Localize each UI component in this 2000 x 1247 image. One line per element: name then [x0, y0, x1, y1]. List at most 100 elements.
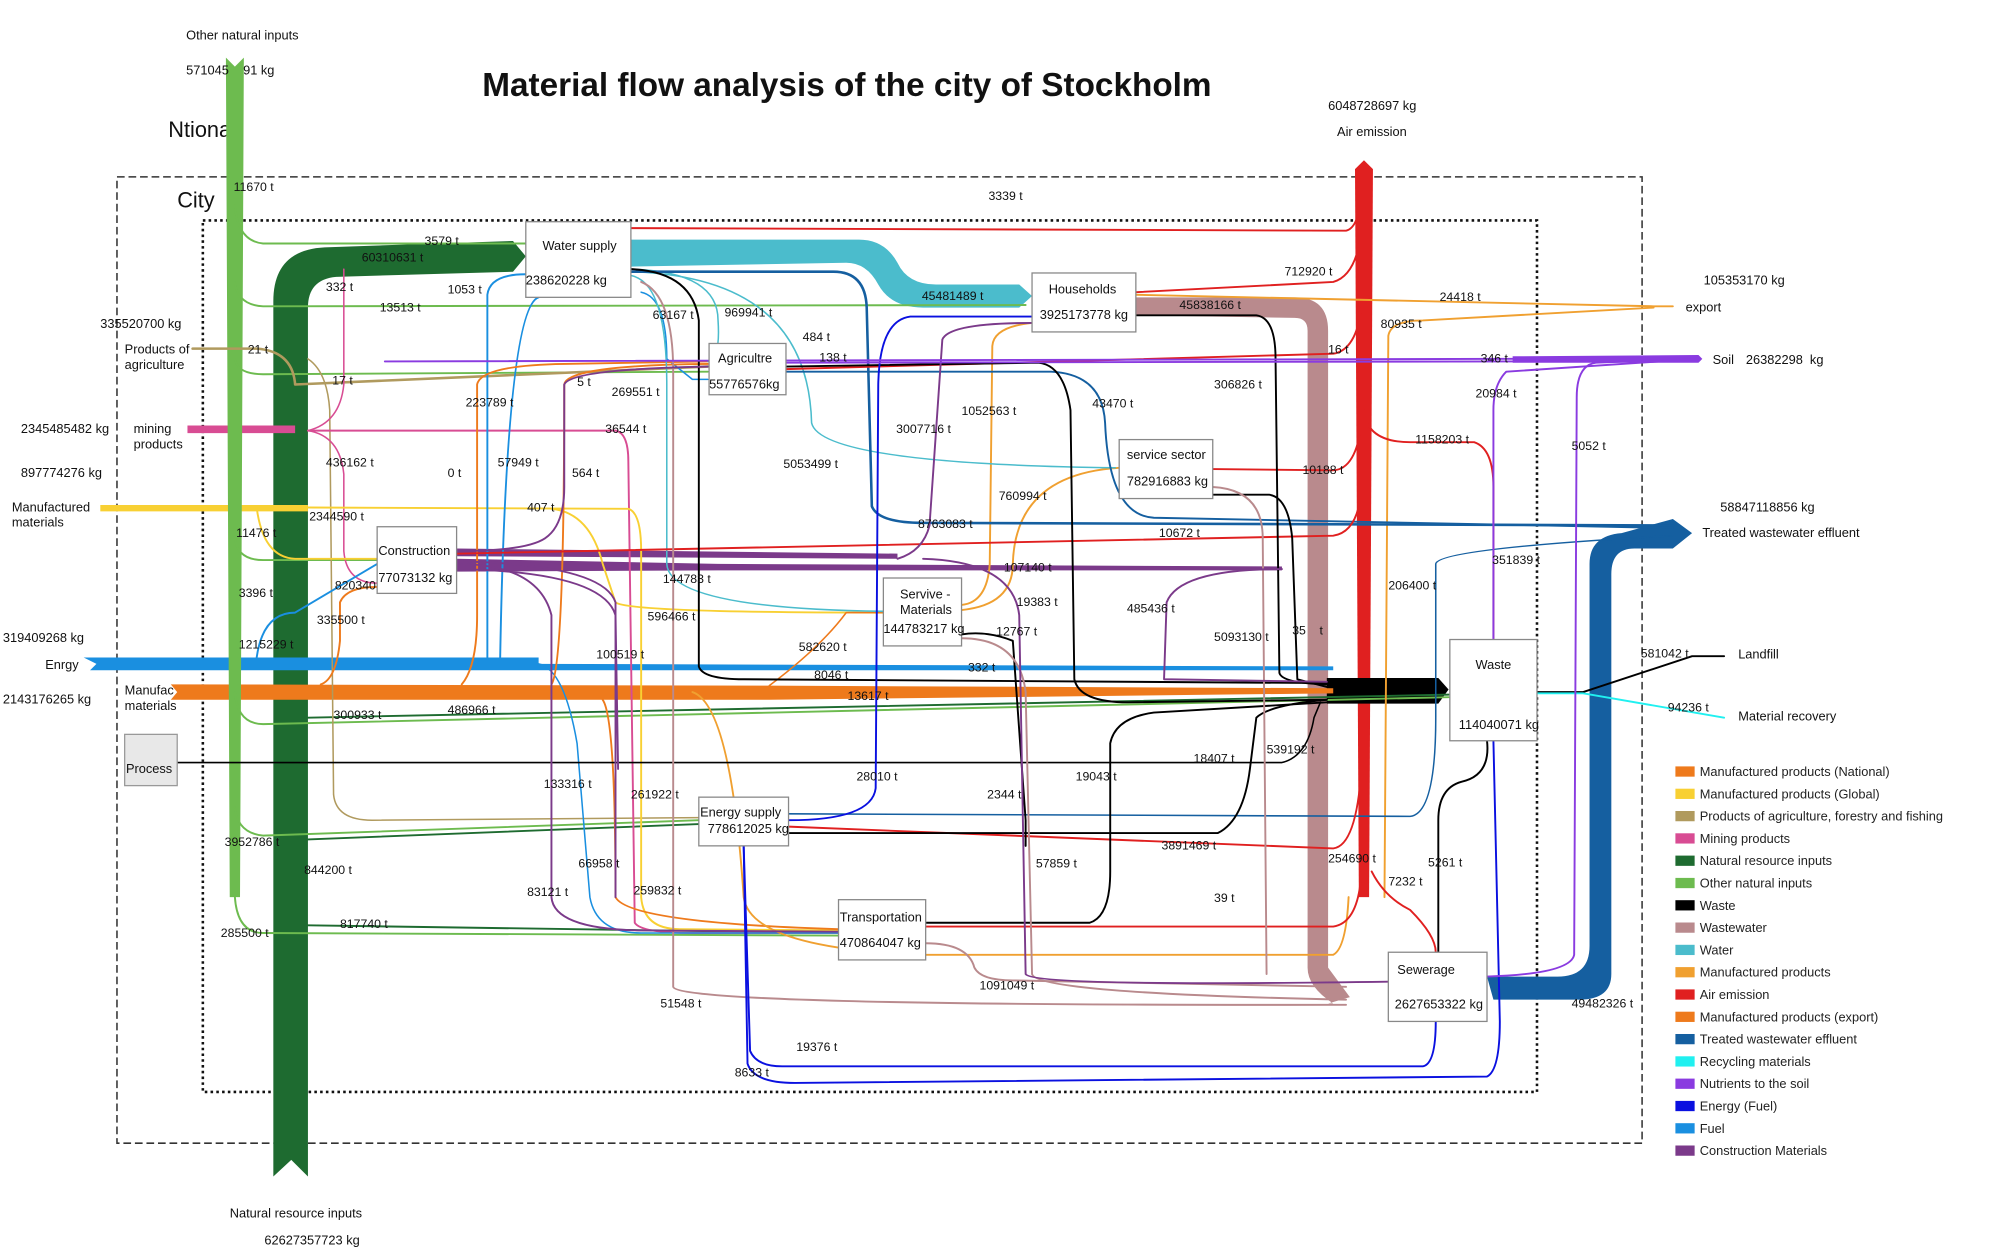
- legend-label: Wastewater: [1700, 920, 1768, 935]
- flow-line: [455, 486, 1363, 555]
- flow-line: [191, 347, 710, 386]
- node-water-supply[interactable]: Water supply 238620228 kg: [525, 221, 632, 298]
- legend-label: Mining products: [1700, 831, 1790, 846]
- flow-line: [629, 268, 1328, 685]
- flow-line: [1437, 739, 1489, 954]
- flow-line: [742, 844, 1437, 1068]
- other-natural-inputs-label: Other natural inputs: [186, 28, 298, 43]
- flow-value-label: 3579 t: [425, 234, 460, 248]
- node-service-sector[interactable]: service sector 782916883 kg: [1118, 438, 1214, 500]
- flow-value-label: 259832 t: [633, 884, 681, 898]
- node-agriculture[interactable]: Agricultre 55776576kg: [708, 342, 787, 396]
- legend-item: Manufactured products (export): [1675, 1009, 1878, 1024]
- legend: Manufactured products (National) Manufact…: [1675, 764, 1943, 1158]
- flow-value-label: 10188 t: [1302, 463, 1344, 477]
- agri-products-value: 335520700 kg: [100, 316, 181, 331]
- node-households[interactable]: Households 3925173778 kg: [1031, 272, 1137, 333]
- flow-value-label: 306826 t: [1214, 377, 1262, 391]
- node-value: 144783217 kg: [883, 621, 964, 636]
- legend-swatch: [1675, 1100, 1695, 1112]
- flow-value-label: 10672 t: [1159, 526, 1201, 540]
- node-value: 470864047 kg: [840, 935, 921, 950]
- node-name: Sewerage: [1397, 962, 1455, 977]
- flow-value-label: 28010 t: [856, 769, 898, 783]
- flow-value-label: 20984 t: [1475, 386, 1517, 400]
- legend-swatch: [1675, 1033, 1695, 1045]
- flow-value-label: 43470 t: [1092, 397, 1134, 411]
- flow-value-label: 60310631 t: [362, 250, 424, 264]
- flow-value-label: 346 t: [1481, 352, 1509, 366]
- legend-swatch: [1675, 810, 1695, 822]
- legend-swatch: [1675, 1078, 1695, 1089]
- flow-line: [629, 270, 1675, 527]
- legend-swatch: [1675, 1123, 1695, 1134]
- legend-swatch: [1675, 833, 1695, 844]
- flow-line: [1363, 409, 1495, 641]
- flow-value-label: 5261 t: [1428, 855, 1463, 869]
- flow-value-label: 16 t: [1328, 343, 1349, 357]
- node-value: 238620228 kg: [526, 273, 607, 288]
- flow-line: [306, 506, 840, 932]
- legend-label: Manufactured products: [1700, 965, 1831, 980]
- external-labels: Other natural inputs 571045 91 kg 335520…: [3, 28, 1860, 1247]
- other-natural-band: [225, 57, 244, 898]
- legend-item: Fuel: [1675, 1121, 1725, 1136]
- legend-label: Fuel: [1700, 1121, 1725, 1136]
- flow-line: [630, 274, 885, 613]
- node-construction[interactable]: Construction 77073132 kg: [376, 526, 458, 595]
- node-service-materials[interactable]: Servive - Materials 144783217 kg: [882, 577, 964, 647]
- node-transportation[interactable]: Transportation 470864047 kg: [837, 899, 927, 961]
- flow-value-label: 261922 t: [631, 787, 679, 801]
- flow-value-label: 564 t: [572, 466, 600, 480]
- flow-value-label: 66958 t: [578, 857, 620, 871]
- legend-item: Manufactured products (National): [1675, 764, 1890, 779]
- flow-value-label: 5093130 t: [1214, 630, 1269, 644]
- node-name: Transportation: [840, 909, 922, 924]
- process-key-label: Process: [126, 761, 172, 776]
- energy-label: Enrgy: [45, 657, 79, 672]
- agri-products-label: Products of: [125, 342, 190, 357]
- legend-label: Natural resource inputs: [1700, 853, 1832, 868]
- legend-label: Waste: [1700, 898, 1736, 913]
- manufactured-national-label: Manufac: [125, 683, 175, 698]
- flow-line: [233, 280, 1027, 308]
- flow-line: [1383, 306, 1655, 899]
- flow-value-label: 5 t: [577, 375, 591, 389]
- flow-value-label: 844200 t: [304, 863, 352, 877]
- node-energy-supply[interactable]: Energy supply 778612025 kg: [698, 796, 790, 847]
- flow-value-label: 5052 t: [1572, 439, 1607, 453]
- legend-item: Water: [1675, 942, 1734, 957]
- legend-item: Waste: [1675, 898, 1736, 913]
- legend-item: Construction Materials: [1675, 1143, 1827, 1158]
- legend-label: Energy (Fuel): [1700, 1099, 1778, 1114]
- legend-swatch: [1675, 1011, 1695, 1022]
- flow-line: [455, 560, 617, 899]
- flow-value-label: 3396 t: [239, 586, 274, 600]
- flow-line: [924, 701, 1328, 924]
- flow-value-label: 12767 t: [996, 625, 1038, 639]
- effluent-value: 58847118856 kg: [1720, 499, 1814, 514]
- flow-line: [1211, 493, 1328, 688]
- legend-item: Energy (Fuel): [1675, 1099, 1777, 1114]
- flow-value-label: 335500 t: [317, 613, 365, 627]
- legend-item: Treated wastewater effluent: [1675, 1032, 1857, 1047]
- energy-band: [83, 657, 1334, 671]
- flow-line: [460, 360, 709, 686]
- flow-line: [550, 507, 885, 614]
- flow-value-label: 100519 t: [596, 648, 644, 662]
- node-name: Servive -: [900, 587, 950, 602]
- flow-value-label: 5053499 t: [783, 457, 838, 471]
- flow-value-label: 969941 t: [724, 306, 772, 320]
- soil-label: Soil: [1713, 352, 1734, 367]
- energy-value: 319409268 kg: [3, 630, 84, 645]
- air-emission-band: [1355, 160, 1373, 898]
- legend-item: Recycling materials: [1675, 1054, 1811, 1069]
- legend-label: Water: [1700, 942, 1734, 957]
- node-name: Materials: [900, 602, 952, 617]
- flow-value-label: 13617 t: [847, 689, 889, 703]
- node-waste[interactable]: Waste 114040071 kg: [1449, 638, 1539, 742]
- diagram-title: Material flow analysis of the city of St…: [482, 67, 1211, 104]
- flow-line: [233, 691, 1450, 726]
- node-sewerage[interactable]: Sewerage 2627653322 kg: [1387, 951, 1488, 1023]
